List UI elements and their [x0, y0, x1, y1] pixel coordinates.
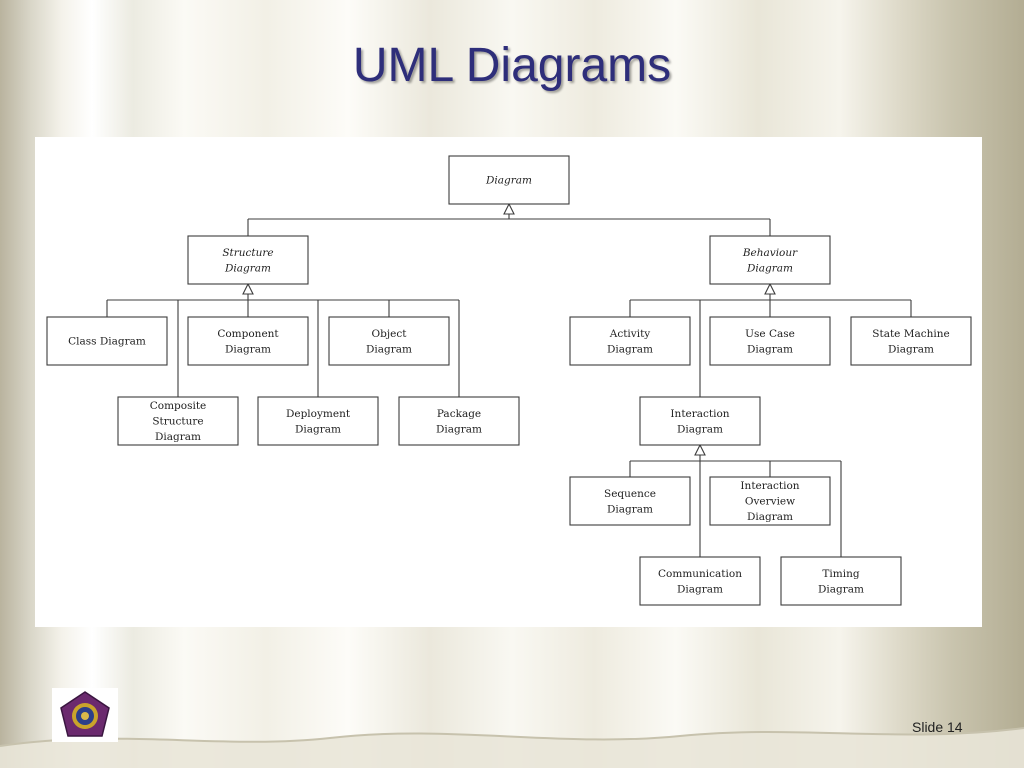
slide-title: UML Diagrams — [352, 39, 672, 92]
generalization-arrow-behaviour — [764, 282, 776, 295]
node-box-object — [328, 316, 450, 366]
node-box-usecase — [709, 316, 831, 366]
node-label-structure-0: Structure — [222, 247, 273, 259]
decorative-wave — [0, 727, 1024, 768]
node-label-diagram-0: Diagram — [485, 175, 532, 187]
node-label-communication-0: Communication — [658, 568, 742, 580]
node-label-communication-1: Diagram — [677, 583, 723, 595]
node-box-class — [46, 316, 168, 366]
node-label-statemachine-0: State Machine — [872, 328, 949, 340]
node-label-activity-0: Activity — [609, 328, 651, 340]
node-label-class-0: Class Diagram — [68, 336, 146, 348]
node-label-deployment-0: Deployment — [286, 408, 351, 420]
node-label-sequence-0: Sequence — [604, 488, 656, 500]
node-label-interactionoverview-2: Diagram — [747, 511, 793, 523]
node-label-timing-0: Timing — [822, 568, 859, 580]
node-label-behaviour-1: Diagram — [746, 262, 793, 274]
node-label-interactionoverview-1: Overview — [745, 496, 795, 508]
node-label-composite-1: Structure — [152, 416, 203, 428]
node-box-deployment — [257, 396, 379, 446]
node-label-usecase-0: Use Case — [745, 328, 795, 340]
node-label-interaction-1: Diagram — [677, 423, 723, 435]
node-label-behaviour-0: Behaviour — [742, 247, 798, 259]
generalization-arrow-diagram — [503, 202, 515, 215]
generalization-arrow-interaction — [694, 443, 706, 456]
node-label-composite-2: Diagram — [155, 431, 201, 443]
node-box-behaviour — [709, 235, 831, 285]
node-label-interaction-0: Interaction — [670, 408, 729, 420]
node-diagram: Diagram — [448, 155, 570, 205]
node-label-composite-0: Composite — [150, 400, 207, 412]
node-label-package-1: Diagram — [436, 423, 482, 435]
node-label-package-0: Package — [437, 408, 481, 420]
node-label-object-1: Diagram — [366, 343, 412, 355]
node-label-component-1: Diagram — [225, 343, 271, 355]
node-label-structure-1: Diagram — [224, 262, 271, 274]
node-label-timing-1: Diagram — [818, 583, 864, 595]
node-class: Class Diagram — [46, 316, 168, 366]
node-box-component — [187, 316, 309, 366]
slide-number: Slide 14 — [912, 719, 963, 735]
diagram-canvas: DiagramStructureDiagramBehaviourDiagramC… — [46, 155, 972, 606]
node-box-sequence — [569, 476, 691, 526]
node-box-activity — [569, 316, 691, 366]
node-box-package — [398, 396, 520, 446]
node-label-deployment-1: Diagram — [295, 423, 341, 435]
node-box-interaction — [639, 396, 761, 446]
node-box-interactionoverview — [709, 476, 831, 526]
node-label-statemachine-1: Diagram — [888, 343, 934, 355]
node-label-usecase-1: Diagram — [747, 343, 793, 355]
node-box-statemachine — [850, 316, 972, 366]
node-label-component-0: Component — [217, 328, 279, 340]
node-label-sequence-1: Diagram — [607, 503, 653, 515]
node-label-activity-1: Diagram — [607, 343, 653, 355]
institution-logo — [52, 688, 118, 742]
node-box-timing — [780, 556, 902, 606]
node-box-diagram — [448, 155, 570, 205]
node-label-interactionoverview-0: Interaction — [740, 480, 799, 492]
generalization-arrow-structure — [242, 282, 254, 295]
seal-icon — [60, 691, 110, 737]
node-box-structure — [187, 235, 309, 285]
node-box-communication — [639, 556, 761, 606]
node-label-object-0: Object — [372, 328, 408, 340]
node-box-composite — [117, 396, 239, 446]
